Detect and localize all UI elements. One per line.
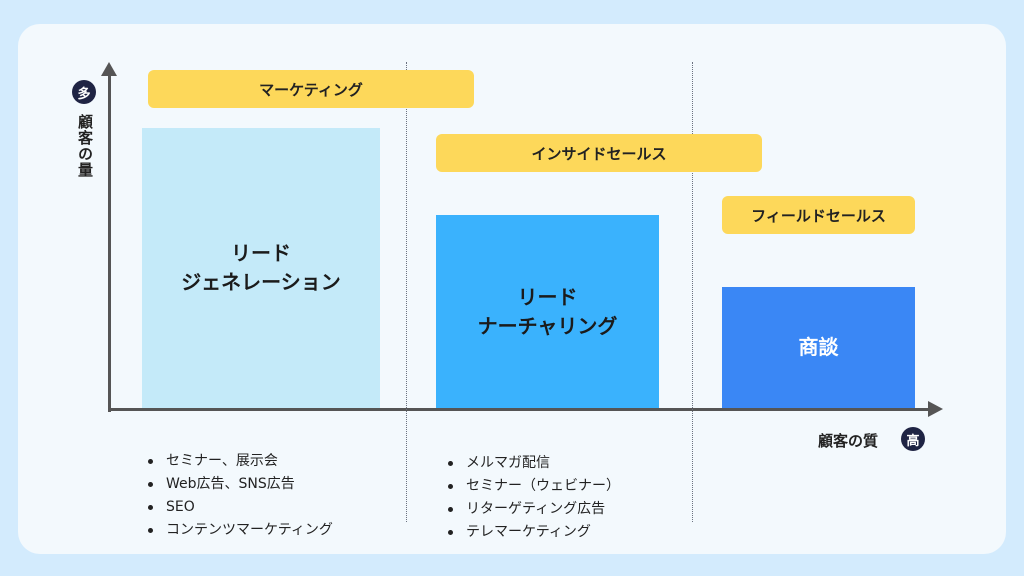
list-item: セミナー（ウェビナー） <box>444 475 620 498</box>
y-axis-label: 顧客の量 <box>76 114 94 178</box>
list-item: コンテンツマーケティング <box>144 519 333 542</box>
bar-label-line2: ジェネレーション <box>181 270 341 294</box>
bar-label-line1: 商談 <box>798 335 839 359</box>
stage-divider-1 <box>406 62 407 522</box>
x-axis-arrow-icon <box>928 401 943 417</box>
list-item: セミナー、展示会 <box>144 450 333 473</box>
x-axis-label: 顧客の質 <box>818 432 879 450</box>
x-axis-high-badge: 高 <box>901 427 925 451</box>
stage-tag-marketing: マーケティング <box>148 70 474 108</box>
y-axis-high-badge: 多 <box>72 80 96 104</box>
x-axis <box>108 408 930 411</box>
y-axis-arrow-icon <box>101 62 117 76</box>
marketing-activities-list: セミナー、展示会 Web広告、SNS広告 SEO コンテンツマーケティング <box>144 450 333 542</box>
list-item: リターゲティング広告 <box>444 498 620 521</box>
list-item: メルマガ配信 <box>444 452 620 475</box>
stage-tag-field-sales: フィールドセールス <box>722 196 915 234</box>
stage-tag-inside-sales: インサイドセールス <box>436 134 762 172</box>
stage-divider-2 <box>692 62 693 522</box>
list-item: テレマーケティング <box>444 521 620 544</box>
bar-lead-nurturing: リード ナーチャリング <box>436 215 659 408</box>
bar-label-line1: リード <box>517 284 578 309</box>
bar-label-line2: ナーチャリング <box>477 313 618 338</box>
inside-sales-activities-list: メルマガ配信 セミナー（ウェビナー） リターゲティング広告 テレマーケティング <box>444 452 620 544</box>
y-axis <box>108 72 111 412</box>
bar-negotiation: 商談 <box>722 287 915 408</box>
list-item: SEO <box>144 496 333 519</box>
list-item: Web広告、SNS広告 <box>144 473 333 496</box>
bar-label-line1: リード <box>230 241 291 265</box>
bar-lead-generation: リード ジェネレーション <box>142 128 380 408</box>
